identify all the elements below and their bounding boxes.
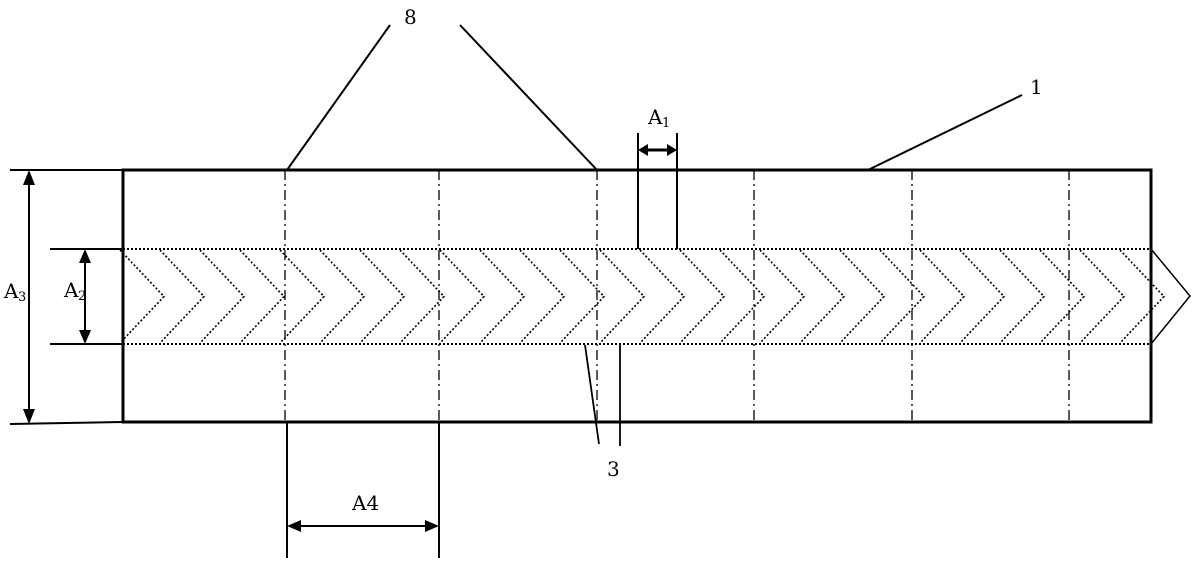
chevron-mark bbox=[719, 249, 766, 344]
label-a1-sub: 1 bbox=[662, 116, 670, 131]
cut-lines bbox=[284, 170, 1070, 422]
chevron-mark bbox=[239, 249, 286, 344]
chevron-mark bbox=[679, 249, 726, 344]
dimension-a3 bbox=[9, 169, 124, 425]
chevron-mark bbox=[199, 249, 246, 344]
chevron-mark bbox=[519, 249, 566, 344]
chevron-mark bbox=[159, 249, 206, 344]
chevron-mark bbox=[559, 249, 606, 344]
label-a3: A bbox=[3, 279, 19, 303]
leader-8 bbox=[286, 24, 598, 171]
dimension-a1 bbox=[637, 133, 678, 249]
chevron-mark bbox=[759, 249, 806, 344]
chevron-mark bbox=[119, 249, 166, 344]
chevron-mark bbox=[879, 249, 926, 344]
chevron-mark bbox=[359, 249, 406, 344]
chevron-mark bbox=[279, 249, 326, 344]
chevron-mark bbox=[599, 249, 646, 344]
label-a4: A4 bbox=[351, 491, 379, 515]
label-a2-sub: 2 bbox=[78, 289, 86, 304]
dimension-a2 bbox=[50, 248, 123, 345]
chevron-mark bbox=[919, 249, 966, 344]
chevron-mark bbox=[1119, 249, 1166, 344]
label-a2: A bbox=[63, 278, 79, 302]
label-1: 1 bbox=[1030, 75, 1043, 99]
label-a3-sub: 3 bbox=[18, 290, 26, 305]
dimension-a4 bbox=[286, 422, 440, 558]
chevron-mark bbox=[639, 249, 686, 344]
label-3: 3 bbox=[607, 457, 620, 481]
leader-3 bbox=[584, 344, 621, 446]
chevron-pattern bbox=[119, 249, 1166, 344]
chevron-mark bbox=[479, 249, 526, 344]
chevron-mark bbox=[959, 249, 1006, 344]
chevron-mark bbox=[439, 249, 486, 344]
label-8: 8 bbox=[404, 5, 417, 29]
chevron-mark bbox=[839, 249, 886, 344]
chevron-mark bbox=[999, 249, 1046, 344]
chevron-mark bbox=[1079, 249, 1126, 344]
chevron-mark bbox=[799, 249, 846, 344]
leader-1 bbox=[867, 94, 1023, 171]
chevron-mark bbox=[319, 249, 366, 344]
arrow-tip bbox=[1150, 248, 1191, 345]
center-band bbox=[123, 248, 1151, 345]
chevron-mark bbox=[1039, 249, 1086, 344]
chevron-mark bbox=[399, 249, 446, 344]
label-a1: A bbox=[647, 105, 663, 129]
